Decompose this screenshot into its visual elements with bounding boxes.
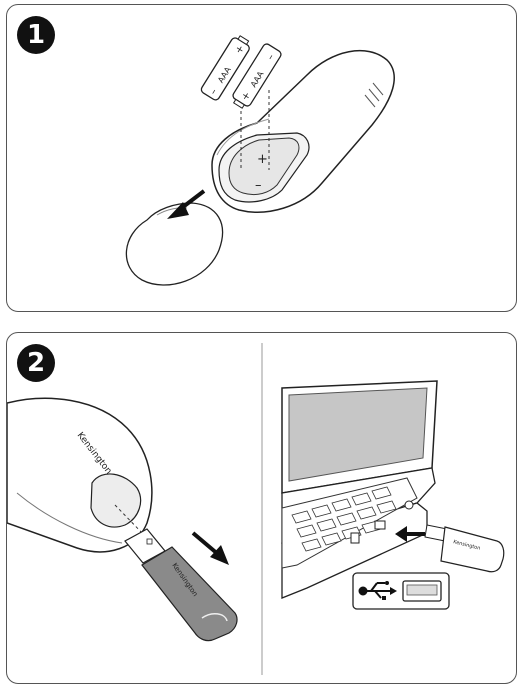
step-1-badge: 1 <box>17 16 55 54</box>
presenter-remote-side: Kensington <box>7 397 153 553</box>
usb-symbol-icon <box>358 581 397 600</box>
step-1-panel: 1 + – AAA <box>6 4 517 312</box>
laptop-usb-port <box>374 520 386 530</box>
aaa-battery-1: AAA + – <box>200 35 250 101</box>
aaa-battery-2: AAA + – <box>232 43 282 109</box>
laptop-insert-arrow-icon <box>395 526 425 542</box>
usb-port-legend <box>352 572 450 610</box>
usb-receiver-right: Kensington <box>424 524 505 573</box>
laptop <box>281 380 438 599</box>
presenter-remote: + – <box>211 49 395 213</box>
compartment-minus-label: – <box>255 178 262 193</box>
step-2-panel: 2 Kensington Kensington <box>6 332 517 684</box>
battery-1-minus: – <box>208 87 220 97</box>
compartment-plus-label: + <box>257 152 268 167</box>
battery-installation-illustration: + – AAA + – AAA + – <box>125 35 395 286</box>
receiver-installation-illustration: Kensington Kensington <box>7 343 505 675</box>
step-2-badge: 2 <box>17 344 55 382</box>
usb-receiver-left: Kensington <box>124 528 238 642</box>
remove-cover-arrow-icon <box>167 189 206 219</box>
receiver-direction-arrow-icon <box>191 531 229 565</box>
battery-2-minus: – <box>265 52 277 62</box>
